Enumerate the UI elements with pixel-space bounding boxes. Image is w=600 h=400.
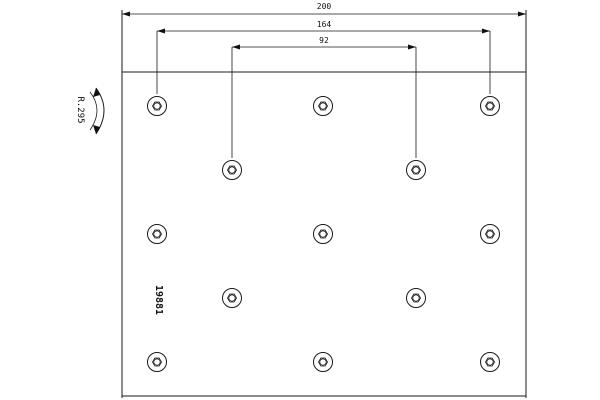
rivet-hole [480, 352, 500, 372]
radius-label: R.295 [75, 96, 85, 123]
rivet-hole [406, 288, 426, 308]
mounting-holes [147, 96, 500, 372]
rivet-hole [313, 224, 333, 244]
part-number-label: 19881 [153, 285, 164, 315]
dimension-label-200: 200 [317, 2, 332, 11]
lining-plate [121, 10, 527, 398]
dimension-overall-width: 200 [122, 2, 526, 17]
rivet-hole [147, 352, 167, 372]
rivet-hole [480, 96, 500, 116]
radius-indicator: R.295 [75, 87, 105, 135]
rivet-hole [147, 224, 167, 244]
rivet-hole [222, 160, 242, 180]
dimension-outer-hole-spacing: 164 [156, 20, 491, 94]
rivet-hole [480, 224, 500, 244]
rivet-hole [406, 160, 426, 180]
rivet-hole [222, 288, 242, 308]
rivet-hole [313, 352, 333, 372]
dimension-label-92: 92 [319, 36, 329, 45]
rivet-hole [313, 96, 333, 116]
rivet-hole [147, 96, 167, 116]
dimension-label-164: 164 [317, 20, 332, 29]
dimension-inner-hole-spacing: 92 [231, 36, 417, 158]
